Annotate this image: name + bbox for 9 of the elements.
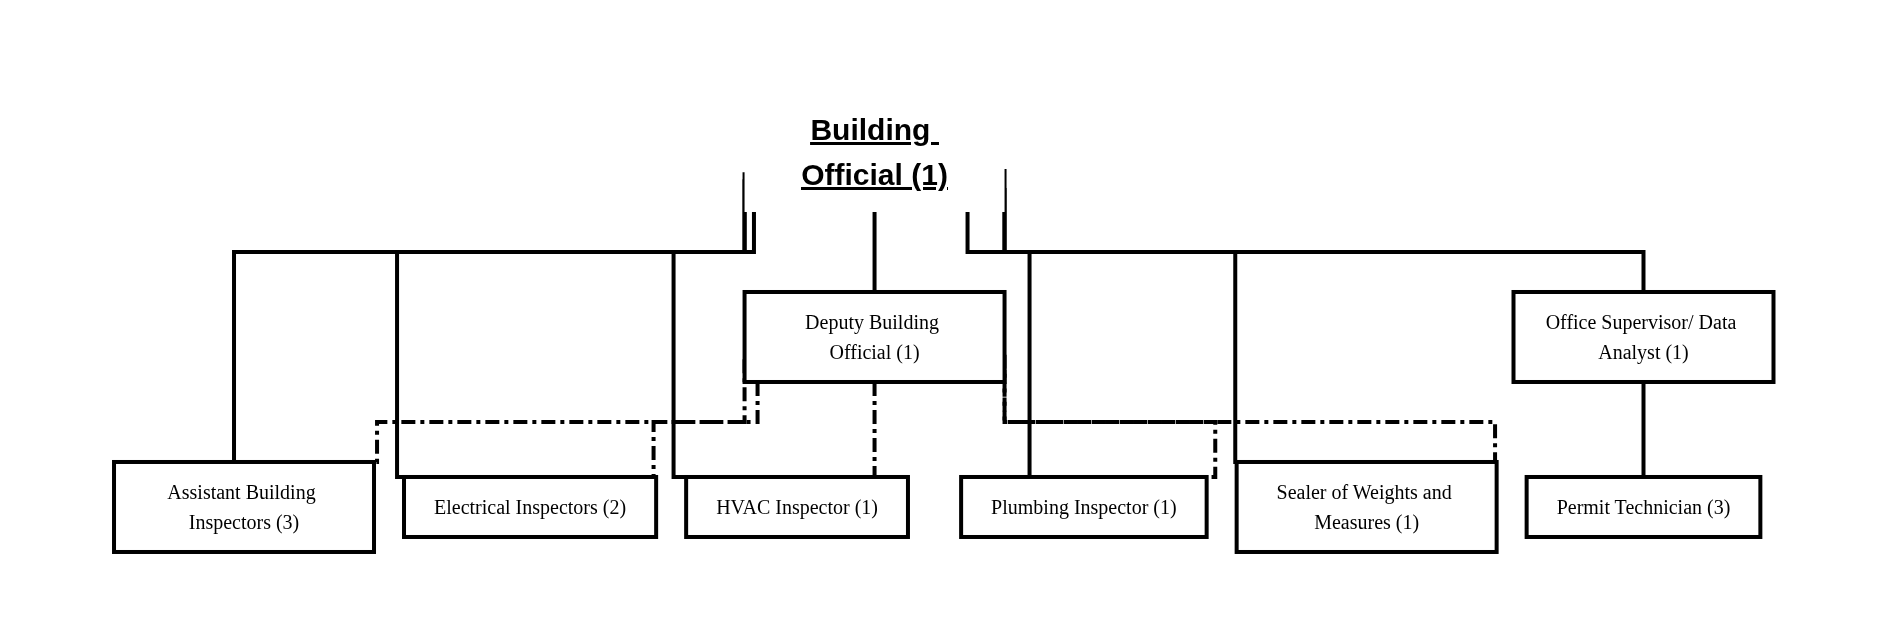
node-box: Assistant Building Inspectors (3) — [111, 460, 376, 554]
node-box: Electrical Inspectors (2) — [401, 475, 658, 539]
node-box: Permit Technician (3) — [1524, 475, 1763, 539]
connector — [394, 179, 747, 479]
node-box: Office Supervisor/ Data Analyst (1) — [1511, 290, 1776, 384]
node-box: Plumbing Inspector (1) — [958, 475, 1209, 539]
node-box: HVAC Inspector (1) — [683, 475, 910, 539]
node-box: Sealer of Weights and Measures (1) — [1234, 460, 1499, 554]
node-box: Deputy Building Official (1) — [742, 290, 1007, 384]
